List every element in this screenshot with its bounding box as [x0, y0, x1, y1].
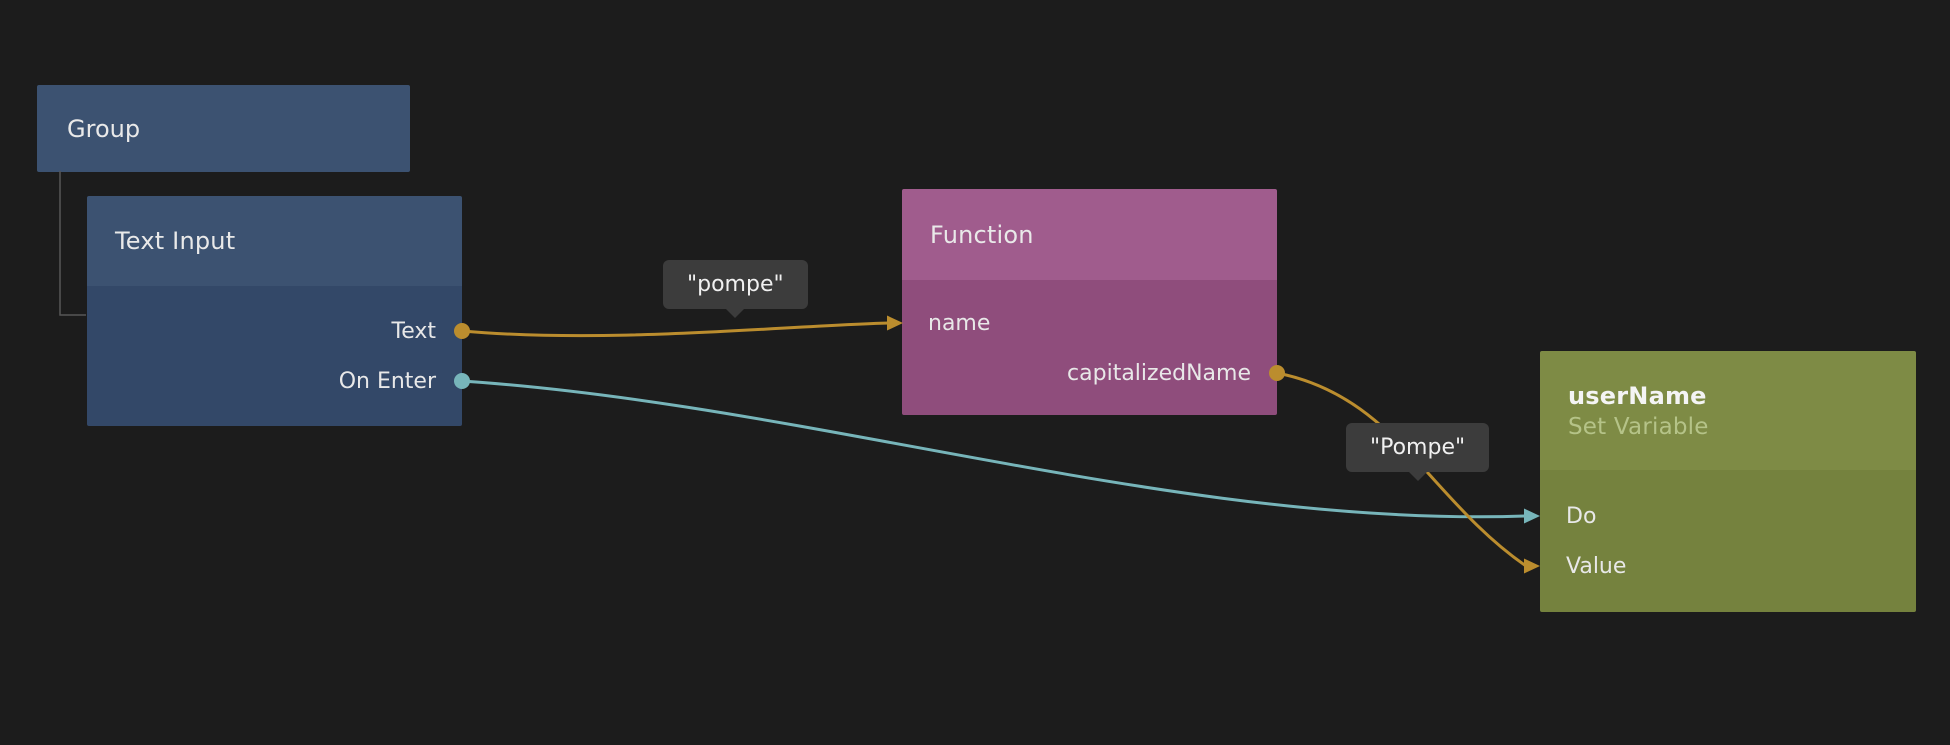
node-set-variable-header[interactable]: userName Set Variable	[1540, 351, 1916, 470]
connection-value-label-pompe-capitalized: "Pompe"	[1346, 423, 1490, 481]
connection-value-text: "pompe"	[687, 272, 784, 297]
node-text-input-title: Text Input	[115, 227, 236, 255]
port-do-input-label: Do	[1566, 503, 1597, 529]
node-set-variable[interactable]: userName Set Variable Do Value	[1540, 351, 1916, 612]
group-child-bracket-line	[59, 171, 86, 316]
node-set-variable-title: userName	[1568, 381, 1707, 410]
port-capitalizedname-output[interactable]: capitalizedName	[902, 348, 1277, 398]
node-set-variable-body: Do Value	[1540, 470, 1916, 612]
port-do-input[interactable]: Do	[1540, 491, 1916, 541]
port-onenter-output[interactable]: On Enter	[87, 356, 462, 406]
port-name-input[interactable]: name	[902, 298, 1277, 348]
arrowhead-name-input-icon	[887, 315, 903, 331]
node-function-body: name capitalizedName	[902, 280, 1277, 415]
port-text-output[interactable]: Text	[87, 306, 462, 356]
port-onenter-output-label: On Enter	[338, 368, 436, 394]
arrowhead-do-input-icon	[1524, 508, 1540, 524]
port-name-input-label: name	[928, 310, 991, 336]
connection-value-text: "Pompe"	[1370, 435, 1466, 460]
port-value-input[interactable]: Value	[1540, 541, 1916, 591]
port-capitalizedname-output-label: capitalizedName	[1067, 360, 1251, 386]
port-value-input-label: Value	[1566, 553, 1627, 579]
node-group[interactable]: Group	[37, 85, 410, 172]
port-text-output-label: Text	[391, 318, 437, 344]
node-set-variable-subtitle: Set Variable	[1568, 413, 1709, 440]
connection-text-to-name[interactable]	[461, 321, 890, 338]
connection-value-label-pompe: "pompe"	[663, 260, 808, 318]
node-text-input-header[interactable]: Text Input	[87, 196, 462, 286]
node-function-header[interactable]: Function	[902, 189, 1277, 280]
node-function-title: Function	[930, 220, 1034, 249]
node-text-input[interactable]: Text Input Text On Enter	[87, 196, 462, 426]
node-text-input-body: Text On Enter	[87, 286, 462, 426]
arrowhead-value-input-icon	[1524, 558, 1540, 574]
node-group-title: Group	[67, 114, 141, 143]
node-function[interactable]: Function name capitalizedName	[902, 189, 1277, 415]
